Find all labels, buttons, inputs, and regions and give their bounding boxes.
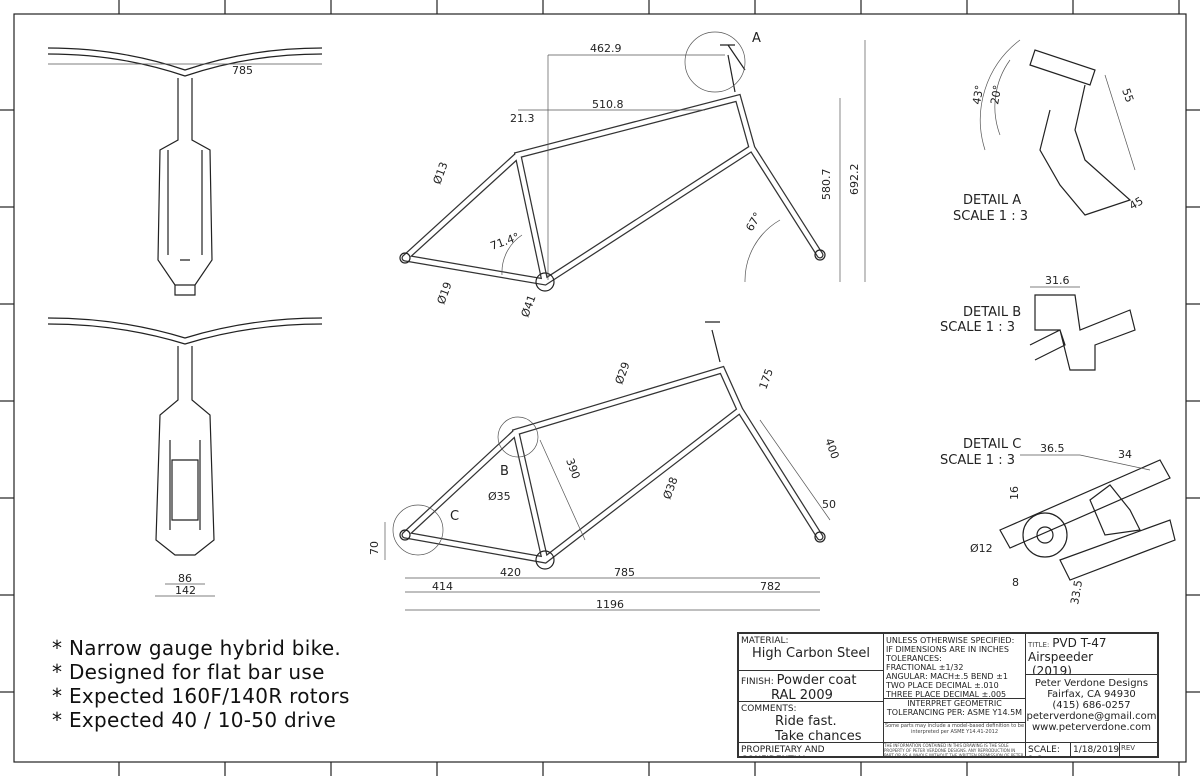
dim-axle-142: 142 [175, 584, 196, 597]
dim-420: 420 [500, 566, 521, 579]
dim-reach: 462.9 [590, 42, 622, 55]
dim-414: 414 [432, 580, 453, 593]
comments-cell: COMMENTS: Ride fast. Take chances [738, 701, 884, 743]
city: Fairfax, CA 94930 [1047, 689, 1136, 700]
interpret-cell: INTERPRET GEOMETRIC TOLERANCING PER: ASM… [883, 698, 1026, 723]
title-cell: TITLE: PVD T-47 Airspeeder (2019) [1025, 633, 1158, 675]
date: 1/18/2019 [1070, 742, 1120, 757]
dim-400: 400 [822, 437, 841, 461]
detail-c-33-5: 33.5 [1068, 579, 1085, 605]
detail-b: 31.6 DETAIL B SCALE 1 : 3 [940, 274, 1136, 371]
email: peterverdone@gmail.com [1026, 711, 1157, 722]
callout-a: A [752, 31, 761, 46]
phone: (415) 686-0257 [1052, 700, 1131, 711]
callout-c: C [450, 509, 459, 524]
tol-line: THREE PLACE DECIMAL ±.005 [886, 690, 1007, 699]
dim-21-3: 21.3 [510, 112, 535, 125]
detail-b-title: DETAIL B [963, 305, 1021, 320]
dim-175: 175 [757, 367, 776, 391]
dim-stack: 580.7 [820, 169, 833, 201]
comments-2: Take chances [775, 729, 862, 743]
front-view-bottom: 86 142 [47, 317, 323, 597]
detail-c-title: DETAIL C [963, 437, 1021, 452]
unless-specified: UNLESS OTHERWISE SPECIFIED: [886, 636, 1015, 645]
dim-bar-width: 785 [232, 64, 253, 77]
detail-a-20: 20° [988, 84, 1004, 105]
dim-d29: Ø29 [613, 360, 633, 386]
finish-label: FINISH: [741, 677, 774, 687]
front-view-top: 785 [47, 47, 323, 296]
detail-b-scale: SCALE 1 : 3 [940, 320, 1015, 335]
side-view-top: 462.9 A 21.3 510.8 Ø13 71.4° 67° 580.7 6… [399, 31, 866, 319]
detail-c-8: 8 [1012, 576, 1019, 589]
finish-value-1: Powder coat [776, 673, 857, 688]
tol-line: ANGULAR: MACH±.5 BEND ±1 [886, 672, 1008, 681]
company: Peter Verdone Designs [1034, 678, 1149, 689]
dim-d19: Ø19 [435, 280, 455, 306]
design-notes: * Narrow gauge hybrid bike. * Designed f… [52, 636, 350, 732]
drawing-title: PVD T-47 Airspeeder [1028, 636, 1107, 664]
tolerances-cell: UNLESS OTHERWISE SPECIFIED: IF DIMENSION… [883, 633, 1026, 699]
dim-d35: Ø35 [488, 490, 511, 503]
dim-d13: Ø13 [431, 160, 451, 186]
dim-head-angle: 67° [743, 210, 764, 233]
detail-c-scale: SCALE 1 : 3 [940, 453, 1015, 468]
comments-1: Ride fast. [775, 714, 837, 729]
finish-value-2: RAL 2009 [771, 688, 833, 702]
detail-a-title: DETAIL A [963, 193, 1021, 208]
website: www.peterverdone.com [1032, 722, 1151, 733]
note: * Expected 40 / 10-50 drive [52, 708, 337, 732]
side-view-bottom: Ø29 175 390 400 Ø35 Ø38 50 70 414 420 78… [368, 321, 842, 611]
company-cell: Peter Verdone Designs Fairfax, CA 94930 … [1025, 674, 1158, 743]
title-label: TITLE: [1028, 641, 1050, 649]
note: * Narrow gauge hybrid bike. [52, 636, 342, 660]
dim-d41: Ø41 [519, 293, 539, 319]
detail-c: 36.5 34 16 Ø12 8 33.5 DETAIL C SCALE 1 :… [940, 437, 1176, 606]
proprietary: PROPRIETARY AND CONFIDENTIAL [738, 742, 884, 757]
material-label: MATERIAL: [741, 636, 789, 646]
dim-510-8: 510.8 [592, 98, 624, 111]
dim-70: 70 [368, 541, 381, 555]
note: * Designed for flat bar use [52, 660, 325, 684]
dim-785: 785 [614, 566, 635, 579]
title-block: MATERIAL: High Carbon Steel FINISH: Powd… [737, 632, 1159, 758]
material-value: High Carbon Steel [752, 646, 870, 661]
dim-1196: 1196 [596, 598, 624, 611]
detail-a-scale: SCALE 1 : 3 [953, 209, 1028, 224]
detail-a-43: 43° [970, 84, 986, 105]
detail-a: 43° 20° 55 45 DETAIL A SCALE 1 : 3 [953, 39, 1146, 224]
detail-a-45: 45 [1127, 194, 1146, 212]
material-cell: MATERIAL: High Carbon Steel [738, 633, 884, 671]
dim-782: 782 [760, 580, 781, 593]
legal-note: THE INFORMATION CONTAINED IN THIS DRAWIN… [883, 742, 1026, 757]
rev: REV [1119, 742, 1158, 757]
model-note: Some parts may include a model-based def… [883, 722, 1026, 743]
dim-seat-angle: 71.4° [489, 230, 522, 252]
dim-390: 390 [563, 457, 582, 481]
detail-c-36-5: 36.5 [1040, 442, 1065, 455]
dim-d38: Ø38 [661, 475, 681, 501]
tol-line: IF DIMENSIONS ARE IN INCHES [886, 645, 1009, 654]
detail-a-55: 55 [1119, 87, 1136, 105]
detail-c-34: 34 [1118, 448, 1132, 461]
tol-line: FRACTIONAL ±1/32 [886, 663, 964, 672]
interpret-1: INTERPRET GEOMETRIC [907, 699, 1002, 708]
detail-b-31-6: 31.6 [1045, 274, 1070, 287]
detail-c-d12: Ø12 [970, 542, 993, 555]
interpret-2: TOLERANCING PER: ASME Y14.5M [886, 708, 1023, 717]
note: * Expected 160F/140R rotors [52, 684, 350, 708]
drawing-year: (2019) [1032, 664, 1072, 675]
scale: SCALE: 1:8 [1025, 742, 1071, 757]
dim-50: 50 [822, 498, 836, 511]
detail-c-16: 16 [1008, 486, 1021, 500]
finish-cell: FINISH: Powder coat RAL 2009 [738, 670, 884, 702]
tol-line: TOLERANCES: [886, 654, 942, 663]
comments-label: COMMENTS: [741, 704, 797, 714]
callout-b: B [500, 464, 509, 479]
tol-line: TWO PLACE DECIMAL ±.010 [886, 681, 999, 690]
sheet-border [13, 13, 1187, 763]
dim-height: 692.2 [848, 164, 861, 196]
dim-axle-86: 86 [178, 572, 192, 585]
